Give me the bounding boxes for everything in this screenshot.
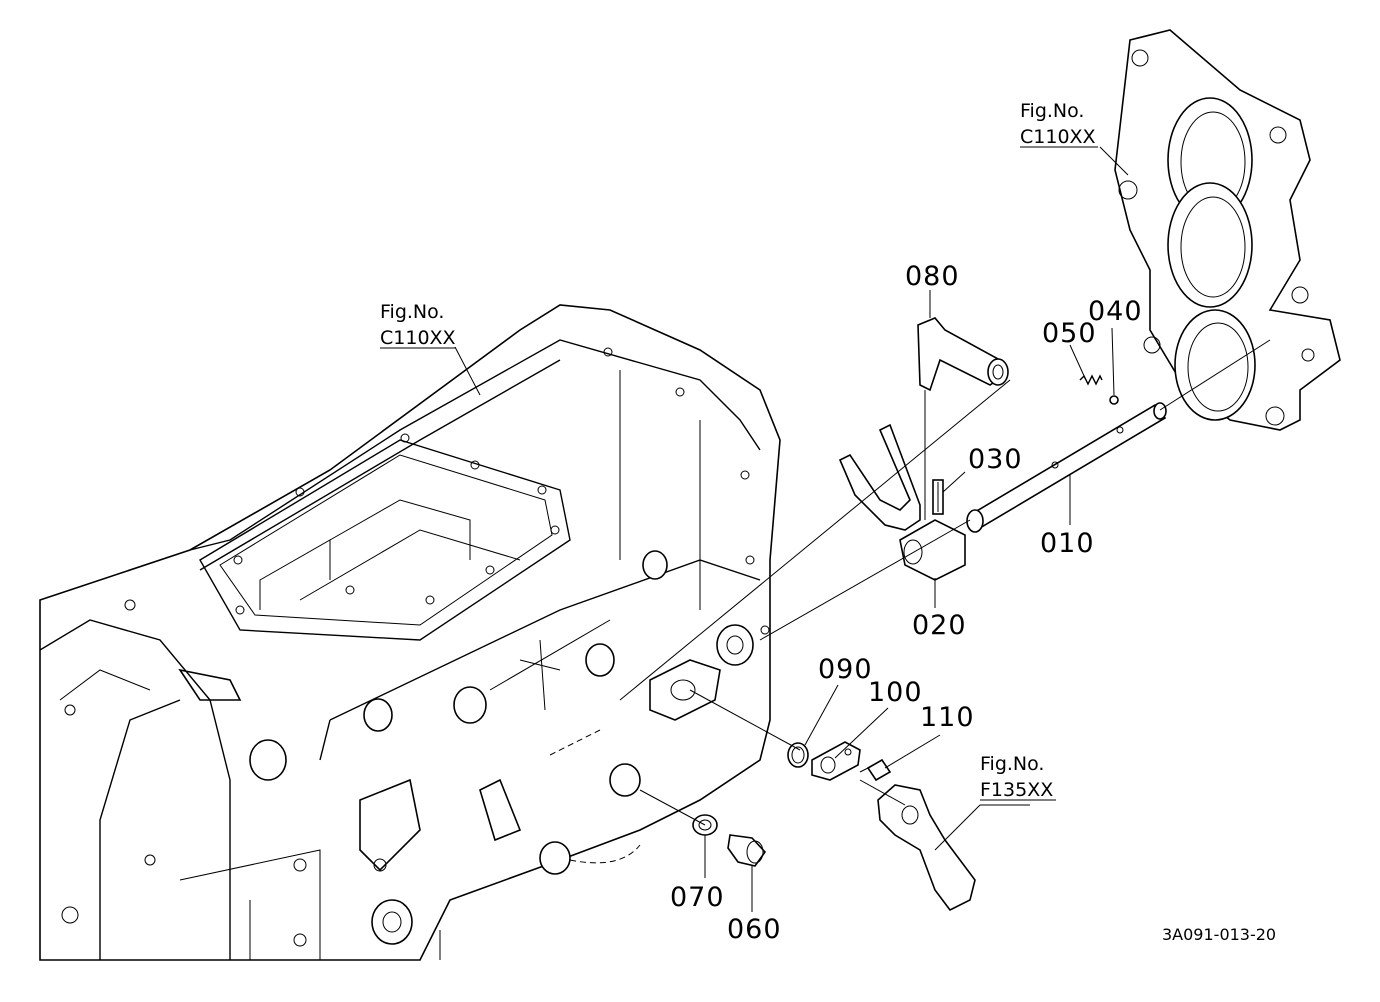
ref-arm-line1: Fig.No.: [980, 753, 1044, 775]
label-060: 060: [727, 914, 782, 945]
label-010: 010: [1040, 528, 1095, 559]
spring-pin-030: [932, 479, 944, 515]
ball-040: [1109, 395, 1119, 405]
part-labels: 080 050 040 030 010 020 090 100 110 070 …: [670, 261, 1143, 945]
bearing-plate: [1114, 29, 1341, 431]
lever-axis-line: [859, 779, 906, 806]
shift-lever: [877, 784, 976, 912]
shift-arm-080: [917, 317, 1009, 392]
leader-lines: [380, 146, 1129, 912]
label-070: 070: [670, 882, 725, 913]
ref-case-line1: Fig.No.: [380, 301, 444, 323]
o-ring-090: [787, 742, 809, 768]
dash-line-2: [569, 844, 641, 864]
ref-plate-line1: Fig.No.: [1020, 100, 1084, 122]
drawing-code: 3A091-013-20: [1162, 925, 1276, 944]
ref-case-line2: C110XX: [380, 327, 456, 349]
plug-axis-line: [639, 789, 706, 826]
bolt-110: [859, 758, 892, 782]
shift-fork-020: [838, 423, 966, 581]
plug-060: [727, 834, 767, 867]
figure-references: Fig.No. C110XX Fig.No. C110XX Fig.No. F1…: [380, 100, 1096, 801]
spring-050: [1079, 374, 1103, 386]
label-050: 050: [1042, 318, 1097, 349]
label-090: 090: [818, 654, 873, 685]
shift-rod-010: [966, 402, 1167, 533]
transmission-case: [39, 304, 781, 961]
label-040: 040: [1088, 296, 1143, 327]
lock-plate-100: [811, 741, 861, 781]
label-030: 030: [968, 444, 1023, 475]
ref-arm-line2: F135XX: [980, 779, 1053, 801]
ref-plate-line2: C110XX: [1020, 126, 1096, 148]
seal-axis-line: [689, 689, 801, 751]
rod-axis-line: [759, 519, 971, 641]
rod-plate-axis-line: [1159, 339, 1271, 411]
label-100: 100: [868, 677, 923, 708]
label-080: 080: [905, 261, 960, 292]
label-020: 020: [912, 610, 967, 641]
label-110: 110: [920, 702, 975, 733]
arm-axis-line: [619, 379, 1011, 701]
